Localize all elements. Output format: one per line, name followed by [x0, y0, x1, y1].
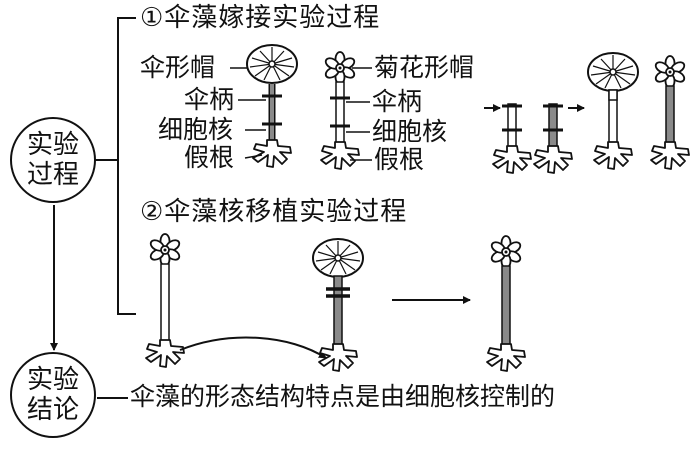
label-stalk-left: 伞柄: [184, 85, 235, 114]
label-rhizoid-right: 假根: [374, 145, 425, 174]
label-leaders-left: [230, 67, 266, 159]
conclusion-circle-line1: 实验: [26, 365, 79, 395]
alga-chrysanthemum-enucleated: [145, 233, 185, 368]
label-stalk-right: 伞柄: [372, 87, 423, 116]
nucleus-transfer-arrow: [179, 336, 327, 359]
conclusion-circle: 实验 结论: [10, 352, 96, 438]
label-nucleus-left: 细胞核: [158, 115, 234, 144]
alga-umbrella-recipient: [312, 238, 364, 372]
grafting-result-umbrella: [587, 52, 639, 170]
process-circle-line2: 过程: [26, 160, 79, 190]
label-leaders-right: [346, 67, 372, 161]
exp2-title: ②伞藻核移植实验过程: [140, 197, 408, 227]
label-chrysanthemum-cap: 菊花形帽: [374, 53, 475, 82]
transplant-result-chrysanthemum: [486, 235, 526, 372]
alga-chrysanthemum-grafting-source: [320, 51, 360, 170]
label-rhizoid-left: 假根: [184, 143, 235, 172]
grafted-white-stalk-on-gray-base: [492, 103, 532, 174]
grafted-gray-stalk-on-white-base: [533, 103, 573, 174]
conclusion-circle-line2: 结论: [26, 395, 79, 425]
alga-umbrella-grafting-source: [246, 44, 298, 168]
label-umbrella-cap: 伞形帽: [140, 53, 216, 82]
process-circle-line1: 实验: [26, 130, 79, 160]
process-circle: 实验 过程: [10, 117, 96, 203]
label-nucleus-right: 细胞核: [372, 117, 448, 146]
exp1-title: ①伞藻嫁接实验过程: [140, 3, 381, 33]
process-bracket: [50, 17, 136, 351]
conclusion-text: 伞藻的形态结构特点是由细胞核控制的: [130, 382, 556, 411]
grafting-result-chrysanthemum: [650, 55, 690, 170]
